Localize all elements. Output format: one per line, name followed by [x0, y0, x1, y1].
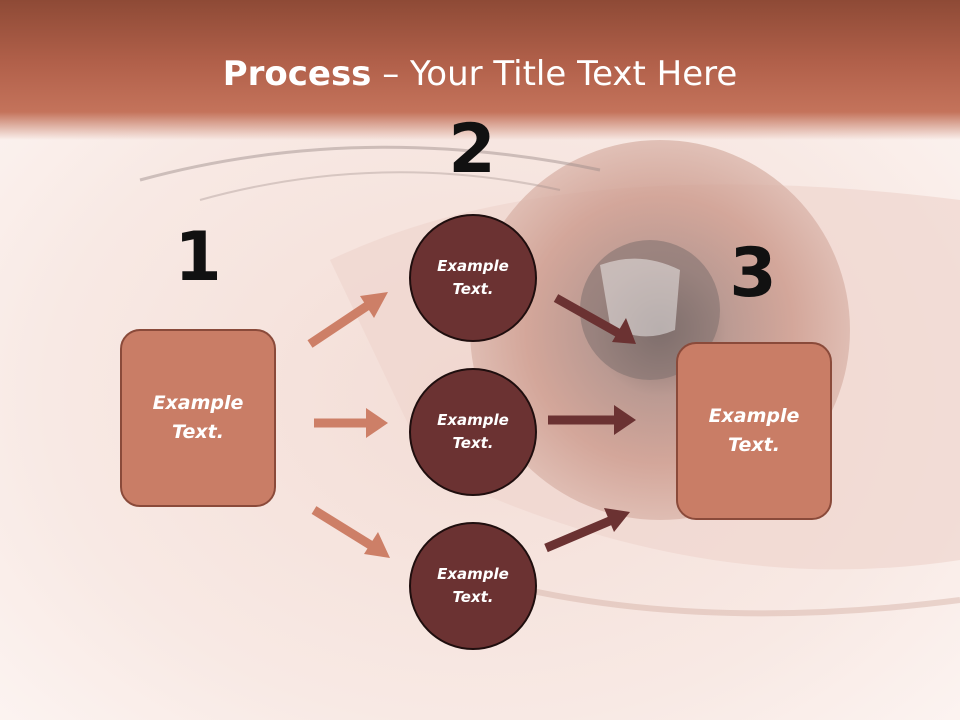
left-process-box[interactable]: Example Text. — [120, 329, 276, 507]
right-process-box[interactable]: Example Text. — [676, 342, 832, 520]
circle-step-top[interactable]: Example Text. — [409, 214, 537, 342]
circle-middle-text: Example Text. — [437, 411, 509, 452]
title-band — [0, 0, 960, 140]
left-box-text: Example Text. — [152, 392, 244, 443]
step-number-1: 1 — [174, 218, 222, 297]
circle-bottom-text: Example Text. — [437, 565, 509, 606]
circle-step-middle[interactable]: Example Text. — [409, 368, 537, 496]
title-bold-part: Process — [222, 54, 372, 94]
title-rest-part: – Your Title Text Here — [371, 54, 738, 94]
slide-title: Process – Your Title Text Here — [0, 50, 960, 98]
step-number-3: 3 — [729, 234, 777, 313]
step-number-2: 2 — [448, 110, 496, 189]
circle-step-bottom[interactable]: Example Text. — [409, 522, 537, 650]
circle-top-text: Example Text. — [437, 257, 509, 298]
right-box-text: Example Text. — [708, 405, 800, 456]
